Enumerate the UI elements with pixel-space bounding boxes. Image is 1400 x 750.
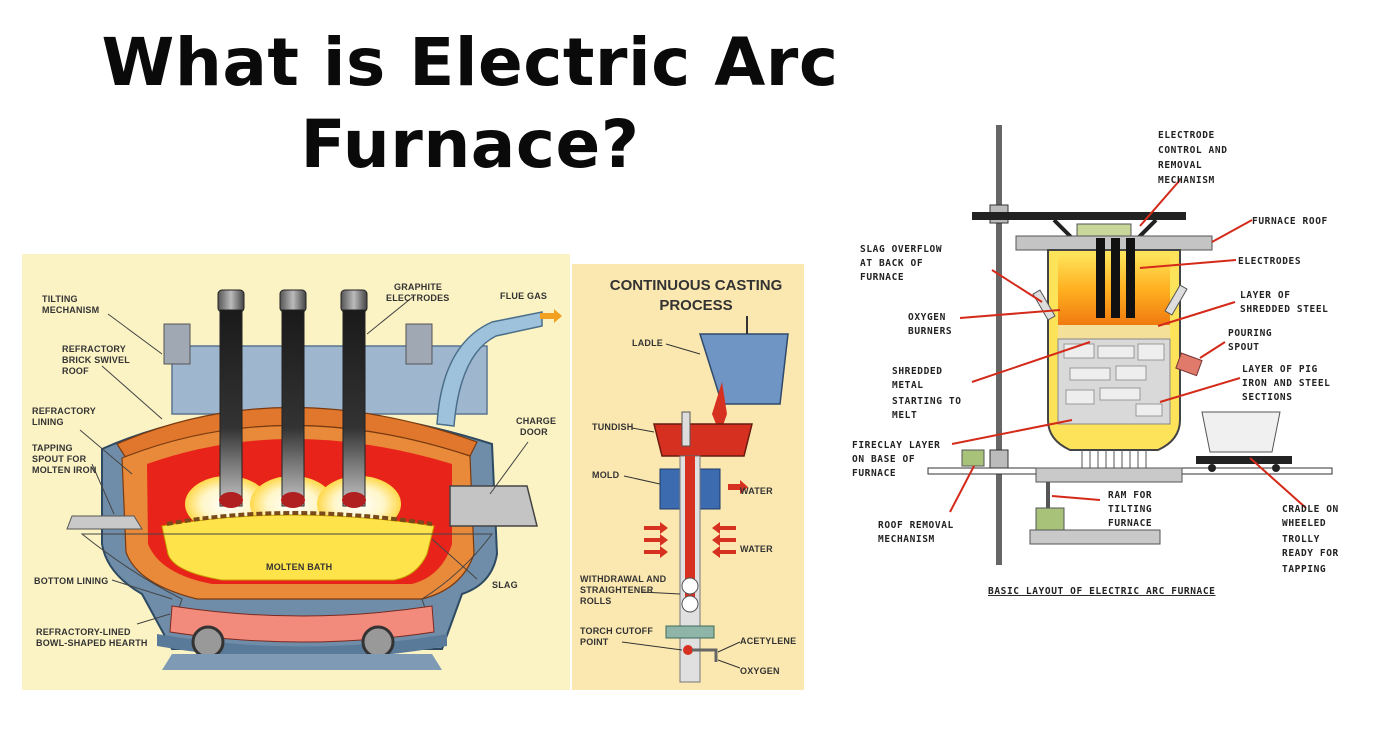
straightener-roll — [681, 595, 699, 613]
slag-layer — [166, 511, 433, 526]
electrode-3 — [342, 309, 366, 507]
cradle-platform — [1035, 467, 1183, 483]
label-ladle: LADLE — [632, 338, 663, 348]
tapping-spout — [66, 515, 143, 530]
torch-cutoff — [683, 645, 693, 655]
diagram-caption: BASIC LAYOUT OF ELECTRIC ARC FURNACE — [988, 586, 1216, 597]
flue-gas-arrow — [540, 309, 562, 323]
electrode-mechanism-box — [1076, 223, 1132, 237]
oxygen-burner-right — [1164, 284, 1188, 316]
strand-core — [685, 456, 695, 606]
label-electrode-control: ELECTRODE CONTROL AND REMOVAL MECHANISM — [1158, 130, 1234, 186]
electrode-2-cap — [279, 289, 307, 313]
label-pouring-spout: POURING SPOUT — [1228, 328, 1279, 353]
label-electrodes: ELECTRODES — [1238, 256, 1301, 267]
scrap-pieces — [1063, 343, 1165, 417]
title-line-1: What is Electric Arc — [101, 24, 839, 101]
charge-door — [449, 485, 538, 527]
right-electrode-2 — [1111, 238, 1120, 318]
label-mold: MOLD — [592, 470, 620, 480]
electrode-beam — [972, 212, 1186, 220]
graphite-electrodes — [217, 289, 368, 508]
label-roof-removal: ROOF REMOVAL MECHANISM — [878, 520, 960, 545]
label-ram-tilting: RAM FOR TILTING FURNACE — [1108, 490, 1159, 529]
label-pig-iron-layer: LAYER OF PIG IRON AND STEEL SECTIONS — [1242, 364, 1337, 403]
right-electrode-3 — [1126, 238, 1135, 318]
label-molten-bath: MOLTEN BATH — [266, 562, 332, 572]
electrode-tip-3 — [342, 492, 366, 508]
label-oxygen-burners: OXYGEN BURNERS — [908, 312, 952, 337]
label-flue-gas: FLUE GAS — [500, 291, 547, 301]
label-tundish: TUNDISH — [592, 422, 633, 432]
tilting-ram — [1046, 482, 1050, 512]
trolley-wheel — [1208, 464, 1216, 472]
label-shredded-metal: SHREDDED METAL STARTING TO MELT — [892, 366, 968, 421]
electrode-tip-2 — [281, 492, 305, 508]
title-line-2: Furnace? — [300, 106, 640, 183]
support-grate — [1081, 450, 1147, 468]
electrode-1 — [219, 309, 243, 507]
roof-removal-box — [961, 449, 985, 467]
label-water-1: WATER — [740, 486, 773, 496]
label-bottom-lining: BOTTOM LINING — [34, 576, 108, 586]
label-cradle: CRADLE ON WHEELED TROLLY READY FOR TAPPI… — [1282, 504, 1345, 575]
cradle-wheel-left — [191, 625, 225, 659]
water-arrows — [644, 480, 748, 558]
electrode-1-cap — [217, 289, 245, 313]
molten-bath — [161, 514, 435, 581]
torch-nozzle — [692, 648, 718, 662]
electrode-3-cap — [340, 289, 368, 313]
label-water-2: WATER — [740, 544, 773, 554]
page-title: What is Electric Arc Furnace? — [40, 22, 900, 186]
electrode-2 — [281, 309, 305, 507]
straightener-roll — [681, 577, 699, 595]
beam-support — [1052, 218, 1158, 240]
trolley-wheel — [1272, 464, 1280, 472]
label-oxygen: OXYGEN — [740, 666, 780, 676]
base-rail — [162, 654, 442, 670]
shredded-steel-layer — [1058, 325, 1170, 339]
tapping-ladle-cradle — [1201, 411, 1281, 453]
right-electrode-1 — [1096, 238, 1105, 318]
mast-pole — [996, 125, 1002, 565]
cradle-wheel-right — [361, 625, 395, 659]
trolley-base — [1196, 456, 1292, 464]
left-hydraulic-cylinders — [163, 323, 191, 365]
right-hydraulic-cylinders — [405, 323, 433, 365]
label-shredded-steel-layer: LAYER OF SHREDDED STEEL — [1240, 290, 1328, 315]
ram-cylinder — [1035, 507, 1065, 531]
label-acetylene: ACETYLENE — [740, 636, 796, 646]
stopper-rod — [681, 411, 691, 447]
label-furnace-roof: FURNACE ROOF — [1252, 216, 1328, 227]
mast-clamp-bottom — [989, 449, 1009, 469]
label-slag-overflow: SLAG OVERFLOW AT BACK OF FURNACE — [860, 244, 948, 283]
molten-stream-1 — [712, 382, 727, 434]
basic-layout-diagram: ELECTRODE CONTROL AND REMOVAL MECHANISM … — [852, 125, 1345, 597]
pouring-spout — [1175, 352, 1203, 377]
label-fireclay-layer: FIRECLAY LAYER ON BASE OF FURNACE — [852, 440, 947, 479]
electrode-tip-1 — [219, 492, 243, 508]
label-slag: SLAG — [492, 580, 518, 590]
torch-bar — [665, 625, 715, 639]
oxygen-burner-left — [1032, 289, 1056, 321]
tundish — [653, 423, 753, 457]
ram-base — [1029, 529, 1161, 545]
